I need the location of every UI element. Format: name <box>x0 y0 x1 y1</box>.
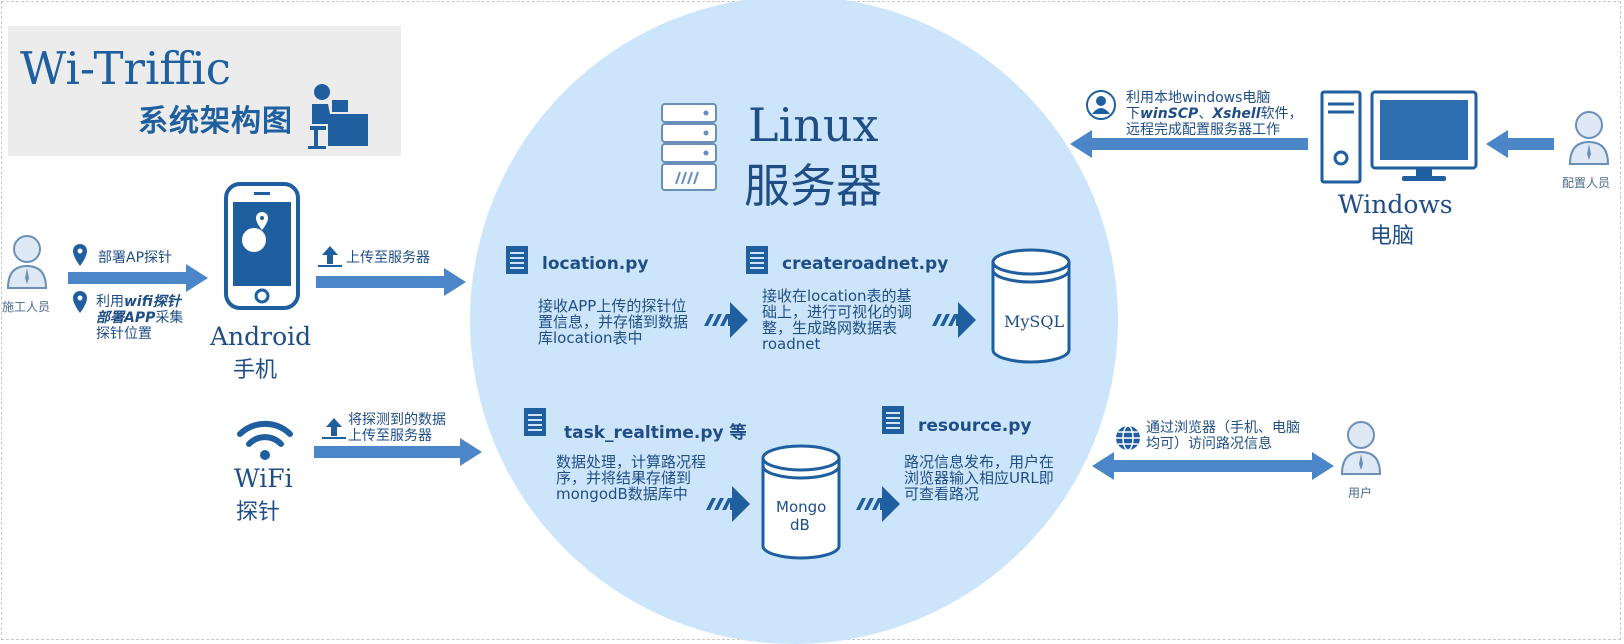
flow-arrow-2 <box>932 302 976 338</box>
task-file-name: task_realtime.py 等 <box>564 423 747 443</box>
wifi-upload-note-2: 上传至服务器 <box>348 428 432 444</box>
location-pin-icon-2 <box>73 291 87 313</box>
document-icon-resource <box>882 406 904 434</box>
mysql-label: MySQL <box>1004 312 1065 331</box>
windows-note-2d: Xshell <box>1212 106 1261 122</box>
createroadnet-desc-line: 础上，进行可视化的调 <box>762 303 913 321</box>
flow-arrow-4 <box>856 486 900 522</box>
flow-arrow-1 <box>704 302 748 338</box>
pc-to-server-arrow <box>1070 130 1308 158</box>
config-to-pc-arrow <box>1486 130 1554 158</box>
config-person-label: 配置人员 <box>1562 176 1611 190</box>
user-server-double-arrow <box>1092 452 1334 480</box>
location-file-name: location.py <box>542 254 649 274</box>
createroadnet-desc: 接收在location表的基 础上，进行可视化的调 整，生成路网数据表 road… <box>762 288 912 352</box>
location-desc: 接收APP上传的探针位 置信息，并存储到数据 库location表中 <box>538 298 688 346</box>
app-note-line1: 利用wifi探针 <box>96 294 181 310</box>
wifi-name-en: WiFi <box>234 464 293 493</box>
createroadnet-desc-line: 接收在location表的基 <box>762 287 912 305</box>
phone-upload-arrow <box>316 268 466 296</box>
mysql-database-icon <box>991 248 1071 364</box>
app-note-c: 部署APP <box>96 310 156 326</box>
app-note-d: 采集 <box>155 310 184 326</box>
wifi-upload-arrow <box>314 438 482 466</box>
createroadnet-desc-line: 整，生成路网数据表 <box>762 319 898 337</box>
document-icon-task <box>524 408 546 436</box>
task-desc-line: 数据处理，计算路况程 <box>556 453 707 471</box>
windows-note-2a: 下 <box>1126 106 1140 122</box>
location-desc-line: 置信息，并存储到数据 <box>538 313 689 331</box>
mongo-label-1: Mongo <box>776 498 827 516</box>
location-pin-icon <box>73 244 87 266</box>
windows-note-2c: 、 <box>1198 106 1213 122</box>
task-desc-line: 序，并将结果存储到 <box>556 469 692 487</box>
flow-arrow-3 <box>706 486 750 522</box>
diagram-title: Wi-Triffic <box>20 42 231 95</box>
office-worker-icon <box>308 84 368 149</box>
diagram-subtitle: 系统架构图 <box>138 104 293 139</box>
createroadnet-desc-line: roadnet <box>762 335 821 353</box>
globe-icon <box>1116 425 1140 451</box>
windows-note-2e: 软件， <box>1260 106 1303 122</box>
windows-note-2b: winSCP <box>1140 106 1199 122</box>
app-note-line3: 探针位置 <box>96 326 152 342</box>
location-desc-line: 库location表中 <box>538 329 643 347</box>
user-person-icon <box>1340 421 1382 475</box>
resource-desc-line: 可查看路况 <box>904 485 980 503</box>
user-label: 用户 <box>1348 486 1373 500</box>
wifi-upload-note-1: 将探测到的数据 <box>348 412 446 428</box>
server-rack-icon <box>661 103 717 191</box>
upload-up-icon-2 <box>322 418 346 439</box>
android-name-cn: 手机 <box>233 358 278 383</box>
resource-desc: 路况信息发布，用户在 浏览器输入相应URL即 可查看路况 <box>904 454 1054 502</box>
task-desc-line: mongodB数据库中 <box>556 485 688 503</box>
user-note-1: 通过浏览器（手机、电脑 <box>1146 420 1300 436</box>
document-icon-location <box>506 246 528 274</box>
phone-upload-note: 上传至服务器 <box>346 250 430 266</box>
app-note-line2: 部署APP采集 <box>96 310 183 326</box>
app-note-a: 利用 <box>96 294 124 310</box>
server-title-cn: 服务器 <box>744 159 882 213</box>
windows-name-en: Windows <box>1338 190 1453 219</box>
android-name-en: Android <box>210 322 312 351</box>
resource-desc-line: 路况信息发布，用户在 <box>904 453 1055 471</box>
worker-person-icon <box>6 235 48 289</box>
windows-note-1: 利用本地windows电脑 <box>1126 90 1271 106</box>
mongo-label-2: dB <box>790 516 810 534</box>
resource-desc-line: 浏览器输入相应URL即 <box>904 469 1054 487</box>
wifi-icon <box>237 420 293 460</box>
location-desc-line: 接收APP上传的探针位 <box>538 297 687 315</box>
windows-name-cn: 电脑 <box>1370 224 1415 249</box>
windows-note-3: 远程完成配置服务器工作 <box>1126 122 1280 138</box>
createroadnet-file-name: createroadnet.py <box>782 254 949 274</box>
mongodb-database-icon <box>761 444 841 560</box>
wifi-name-cn: 探针 <box>236 500 281 525</box>
worker-label: 施工人员 <box>2 300 51 314</box>
task-desc: 数据处理，计算路况程 序，并将结果存储到 mongodB数据库中 <box>556 454 706 502</box>
server-title-en: Linux <box>748 98 879 152</box>
android-phone-icon <box>224 182 300 310</box>
resource-file-name: resource.py <box>918 416 1032 436</box>
document-icon-createroadnet <box>746 246 768 274</box>
admin-user-icon <box>1086 90 1116 120</box>
app-note-b: wifi探针 <box>124 294 181 310</box>
upload-up-icon <box>318 246 342 267</box>
worker-to-phone-arrow <box>68 264 208 292</box>
config-person-icon <box>1568 111 1610 165</box>
windows-pc-icon <box>1320 90 1478 184</box>
windows-note-2: 下winSCP、Xshell软件， <box>1126 106 1303 122</box>
user-note-2: 均可）访问路况信息 <box>1146 436 1272 452</box>
deploy-note: 部署AP探针 <box>98 250 173 266</box>
